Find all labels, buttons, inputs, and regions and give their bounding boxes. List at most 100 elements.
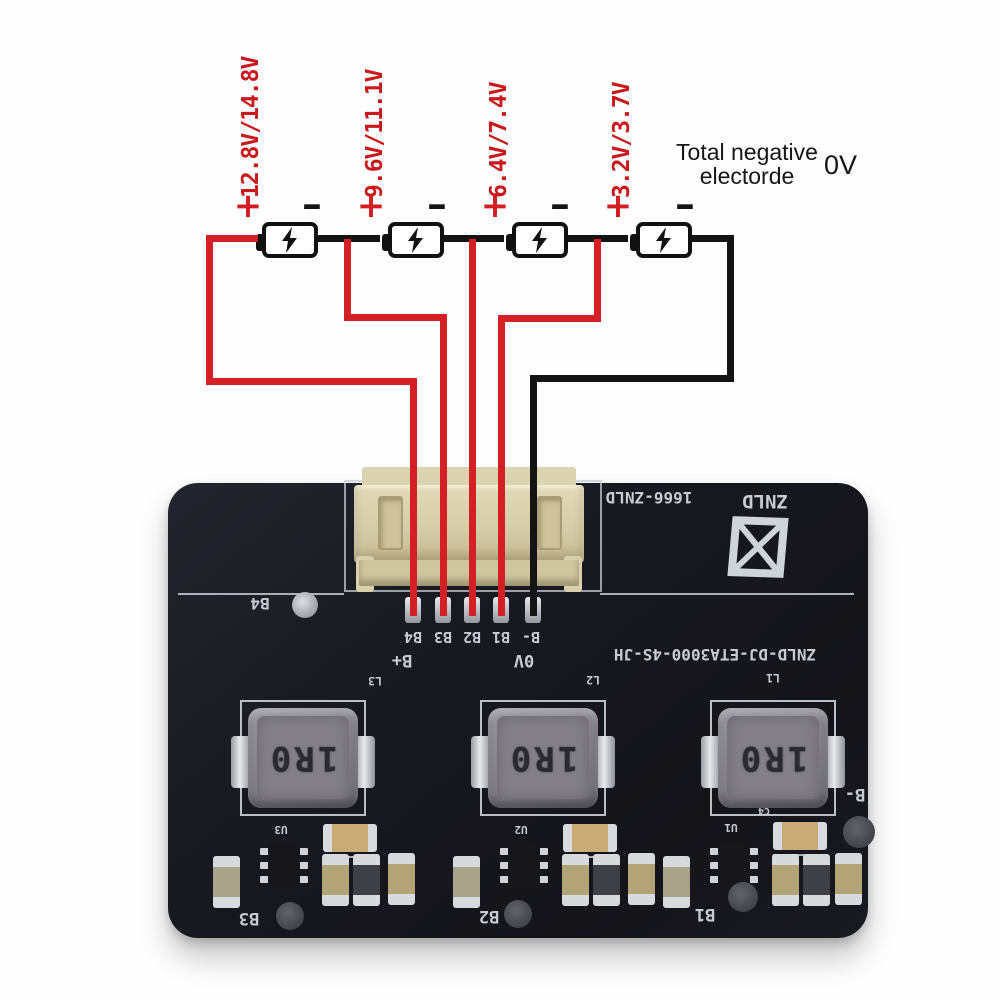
- wire-b1: [498, 315, 505, 616]
- test-point-pad: [292, 592, 318, 618]
- silkscreen-line: [600, 593, 854, 595]
- minus-marker: -: [426, 186, 448, 225]
- wire-b3: [440, 314, 447, 616]
- inductor-tab: [825, 736, 845, 788]
- inductor-tab: [231, 736, 251, 788]
- plus-marker: +: [603, 186, 633, 226]
- battery-symbol-2: [382, 222, 444, 258]
- ic-pin: [749, 862, 758, 869]
- silkscreen-bplus-label: B+: [391, 650, 413, 670]
- inductor-marking: 1R0: [507, 738, 579, 778]
- sot23-ic-u1: [718, 843, 750, 889]
- lightning-icon: [532, 227, 547, 253]
- resistor: [213, 856, 240, 908]
- pad-label: B-: [521, 628, 541, 646]
- battery-symbol-3: [506, 222, 568, 258]
- plus-marker: +: [233, 186, 263, 226]
- silkscreen-line: [563, 856, 617, 858]
- resistor: [628, 853, 655, 905]
- ic-pin: [260, 848, 269, 855]
- ic-pin: [749, 876, 758, 883]
- battery-symbol-1: [256, 222, 318, 258]
- ic-pin: [299, 848, 308, 855]
- sot23-ic-u3: [268, 843, 300, 889]
- wire-b2: [469, 239, 476, 616]
- resistor-body: [388, 864, 415, 894]
- silkscreen-l2-label: L2: [586, 673, 600, 687]
- series-wire: [318, 235, 380, 242]
- wire-bplus: [206, 378, 417, 385]
- silkscreen-u2-label: U2: [514, 823, 528, 836]
- lightning-icon: [282, 227, 297, 253]
- resistor-body: [835, 864, 862, 894]
- silkscreen-l1-label: L1: [766, 671, 780, 685]
- silkscreen-line: [178, 593, 344, 595]
- ic-pin: [500, 876, 509, 883]
- via-hole: [504, 900, 532, 928]
- via-hole: [843, 816, 875, 848]
- wire-bplus: [206, 235, 213, 385]
- ic-pin: [539, 876, 548, 883]
- wire-bplus: [206, 235, 258, 242]
- wire-b1: [594, 239, 601, 322]
- silkscreen-c4-label: C4: [757, 805, 771, 816]
- series-wire: [444, 235, 504, 242]
- inductor-tab: [355, 736, 375, 788]
- resistor: [322, 854, 349, 906]
- silkscreen-u3-label: U3: [274, 823, 288, 836]
- ic-pin: [539, 862, 548, 869]
- connector-slot-right: [537, 496, 562, 550]
- resistor-body: [353, 865, 380, 895]
- battery-symbol-4: [630, 222, 692, 258]
- inductor-l1: 1R0: [718, 708, 828, 808]
- wire-bplus: [410, 378, 417, 616]
- wire-b1: [498, 315, 601, 322]
- resistor: [663, 856, 690, 908]
- silkscreen-brand: ZNLD: [742, 490, 788, 512]
- inductor-marking: 1R0: [267, 738, 339, 778]
- inductor-tab: [701, 736, 721, 788]
- ic-pin: [710, 876, 719, 883]
- silkscreen-l3-label: L3: [368, 674, 382, 688]
- resistor: [835, 853, 862, 905]
- ic-pin: [710, 848, 719, 855]
- ic-pin: [299, 862, 308, 869]
- inductor-l3: 1R0: [248, 708, 358, 808]
- connector-slot-left: [378, 496, 403, 550]
- via-hole: [276, 902, 304, 930]
- resistor-body: [213, 867, 240, 897]
- resistor: [593, 854, 620, 906]
- ic-pin: [260, 862, 269, 869]
- znld-logo: [727, 516, 789, 578]
- silkscreen-line: [323, 856, 377, 858]
- silkscreen-b3-label: B3: [238, 908, 260, 928]
- resistor-body: [322, 865, 349, 895]
- ic-pin: [500, 862, 509, 869]
- minus-marker: -: [549, 186, 571, 225]
- pad-label: B3: [433, 628, 453, 646]
- pad-label: B1: [491, 628, 511, 646]
- total-negative-label: Total negative electorde: [652, 140, 842, 188]
- capacitor: [563, 824, 617, 852]
- resistor: [453, 856, 480, 908]
- resistor-body: [803, 865, 830, 895]
- voltage-label-cell2: 6.4V/7.4V: [486, 82, 512, 198]
- resistor: [772, 854, 799, 906]
- total-negative-voltage: 0V: [824, 150, 858, 180]
- lightning-icon: [408, 227, 423, 253]
- inductor-face: [257, 716, 349, 799]
- inductor-face: [727, 716, 819, 799]
- total-negative-line1: Total negative: [676, 139, 818, 165]
- series-wire: [568, 235, 628, 242]
- resistor: [803, 854, 830, 906]
- series-wire: [692, 235, 734, 242]
- ic-pin: [299, 876, 308, 883]
- pad-label: B2: [462, 628, 482, 646]
- inductor-marking: 1R0: [737, 738, 809, 778]
- lightning-icon: [656, 227, 671, 253]
- resistor: [388, 853, 415, 905]
- resistor-body: [453, 867, 480, 897]
- inductor-tab: [471, 736, 491, 788]
- ic-pin: [500, 848, 509, 855]
